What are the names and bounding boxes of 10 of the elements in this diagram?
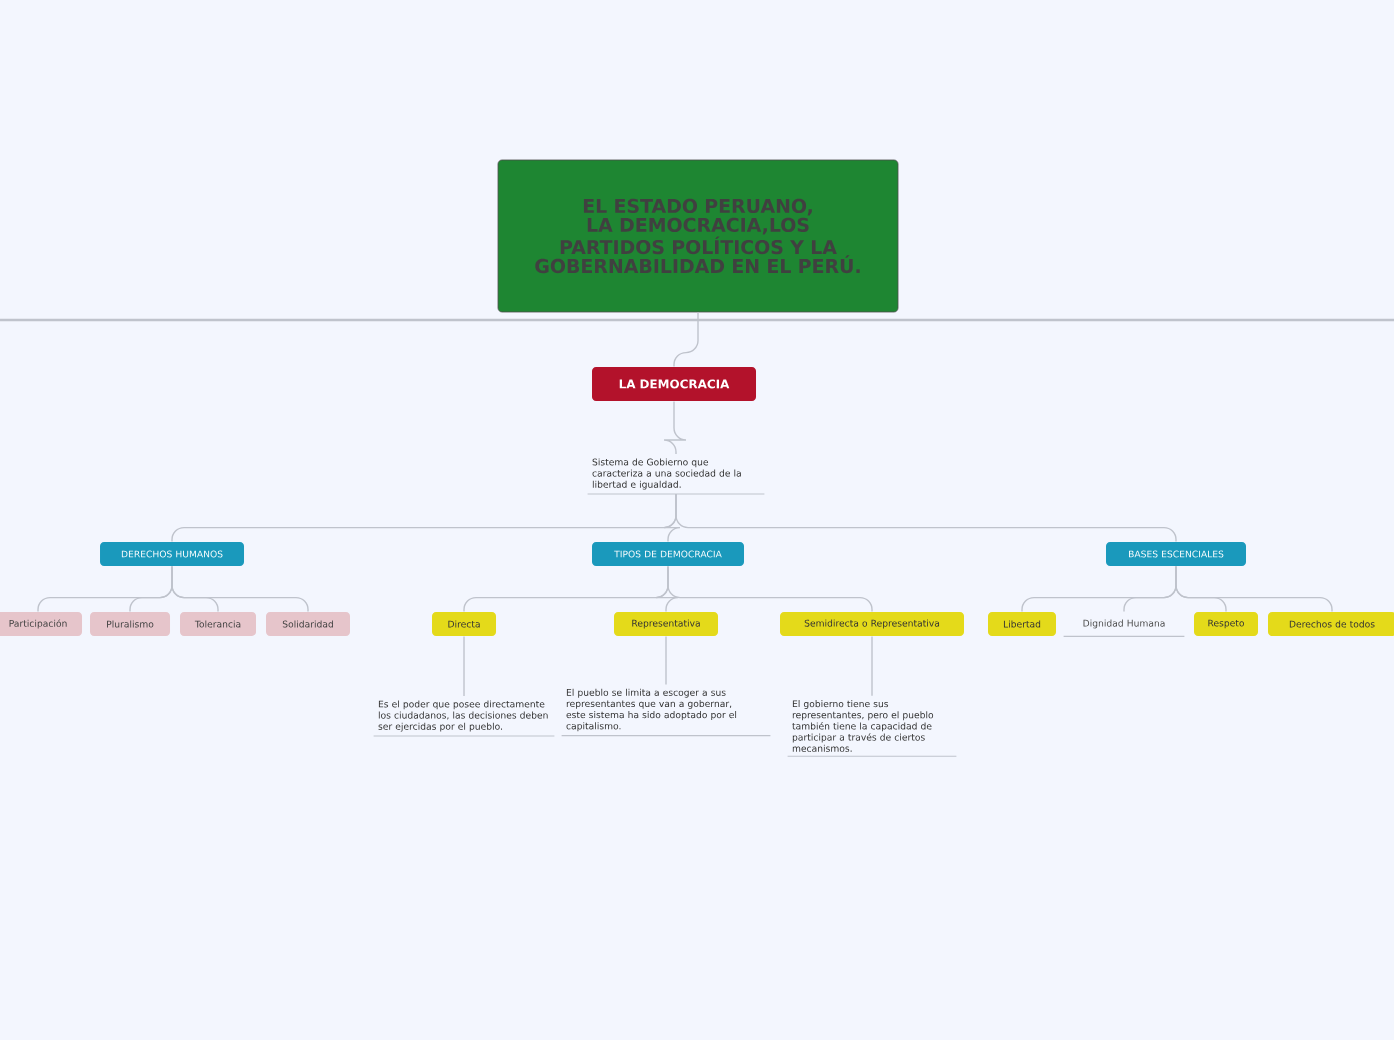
connector-line: [667, 565, 873, 613]
title-box: EL ESTADO PERUANO, LA DEMOCRACIA,LOS PARTIDOS POLÍTICOS Y LA GOBERNABILIDAD EN EL PERÚ.: [497, 159, 899, 313]
connector-line: [663, 400, 687, 455]
connector-line: [1175, 565, 1333, 613]
connector-line: [665, 635, 667, 686]
connector-line: [463, 635, 465, 697]
connector-line: [871, 635, 873, 697]
connector-line: [675, 493, 1177, 543]
connector-line: [171, 565, 309, 613]
connector-line: [673, 311, 699, 368]
